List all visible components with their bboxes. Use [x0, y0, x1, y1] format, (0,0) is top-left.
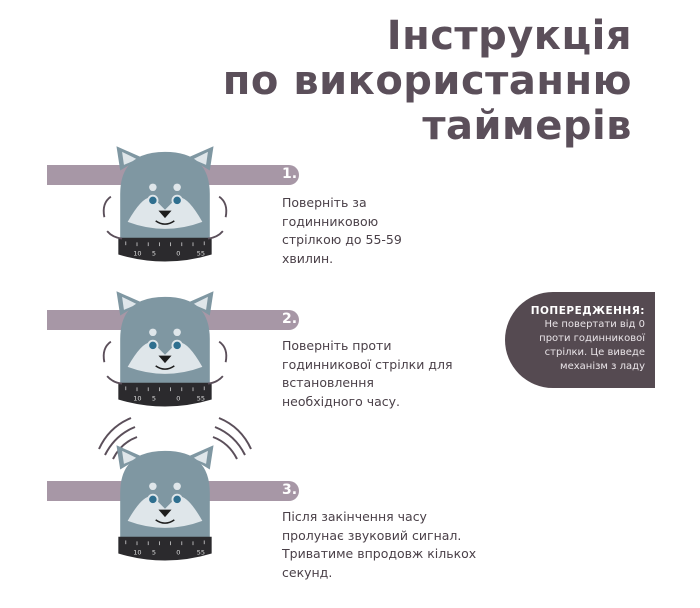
step-2-text: Поверніть проти годинникової стрілки для… — [282, 338, 453, 409]
warning-heading: ПОПЕРЕДЖЕННЯ: — [530, 305, 645, 317]
sound-waves-icon — [98, 417, 252, 460]
dial-label: 0 — [176, 394, 180, 402]
dial-label: 55 — [197, 394, 205, 402]
dial-label: 10 — [133, 249, 141, 257]
step-3-number: 3. — [282, 482, 298, 498]
title-line: Інструкція — [386, 13, 632, 59]
dial-label: 0 — [176, 548, 180, 556]
page-title: Інструкція по використанню таймерів — [223, 14, 632, 149]
step-3-text: Після закінчення часу пролунає звуковий … — [282, 509, 477, 580]
warning-text: Не повертати від 0 проти годинникової ст… — [539, 319, 645, 372]
dial-label: 5 — [152, 548, 156, 556]
step-1-number: 1. — [282, 166, 298, 182]
dial-label: 55 — [197, 249, 205, 257]
dial-label: 0 — [176, 249, 180, 257]
husky-timer-2: 10 5 0 55 — [102, 290, 228, 408]
dial-label: 5 — [152, 249, 156, 257]
step-2-number: 2. — [282, 311, 298, 327]
dial-label: 10 — [133, 548, 141, 556]
dial-label: 55 — [197, 548, 205, 556]
husky-timer-1: 10 5 0 55 — [102, 145, 228, 263]
step-1-text: Поверніть за годинниковою стрілкою до 55… — [282, 195, 402, 266]
husky-timer-3: 10 5 0 55 — [115, 444, 215, 562]
dial-label: 5 — [152, 394, 156, 402]
title-line: по використанню — [222, 58, 632, 104]
dial-label: 10 — [133, 394, 141, 402]
title-line: таймерів — [422, 103, 632, 149]
warning-box: ПОПЕРЕДЖЕННЯ: Не повертати від 0 проти г… — [505, 292, 655, 388]
